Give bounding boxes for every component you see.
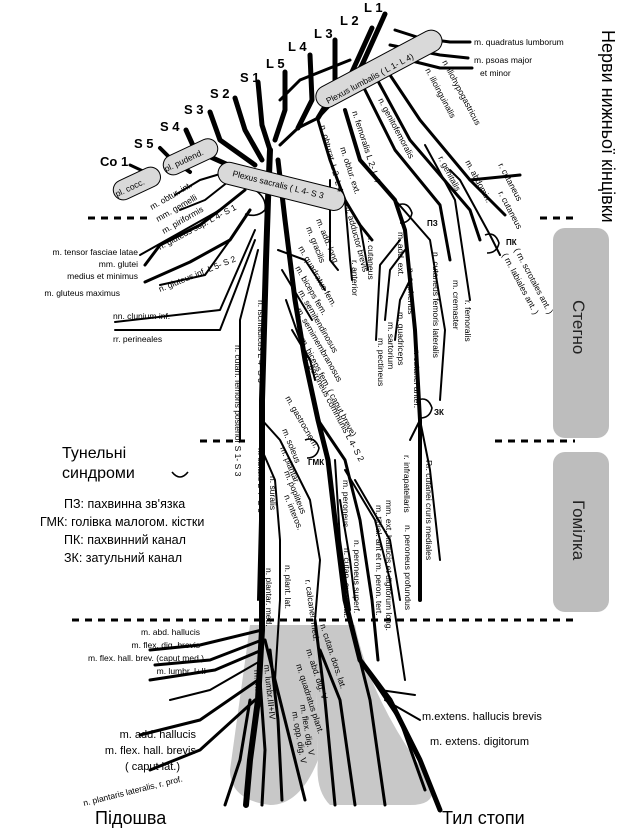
root-label: L 5 <box>266 56 285 71</box>
label-m-abdomin: m. abdomin. <box>463 158 494 204</box>
label-r-cutaneus-mid: r. cutaneus <box>366 238 376 280</box>
label-r-infrapatellaris: r. infrapatellaris <box>402 455 412 513</box>
label-mm-glutei: mm. glutei <box>99 259 138 269</box>
root-label: S 2 <box>210 86 230 101</box>
legend-heading-1: Тунельні <box>62 445 126 462</box>
root-label: L 4 <box>288 39 307 54</box>
label-medius-minimus: medius et minimus <box>67 271 138 281</box>
label-rr-perineales: rr. perineales <box>113 334 162 344</box>
label-extens-digitorum: m. extens. digitorum <box>430 736 529 748</box>
root-label: S 1 <box>240 70 260 85</box>
tunnel-label-pk: ПК <box>506 238 517 247</box>
label-gluteus-maximus: m. gluteus maximus <box>44 288 120 298</box>
root-label: Co 1 <box>100 154 128 169</box>
thigh-region-label: Стегно <box>569 300 588 354</box>
label-m-add-ext: m. add. ext. <box>396 232 406 276</box>
label-m-pectineus: m. pectineus <box>376 338 386 386</box>
label-extens-hallucis: m.extens. hallucis brevis <box>422 711 542 723</box>
label-m-sartorium: m. sartorium <box>386 322 396 369</box>
dorsum-label: Тил стопи <box>442 808 525 828</box>
root-label: S 3 <box>184 102 204 117</box>
label-et-minor: et minor <box>480 68 511 78</box>
label-r-cutanei-anter: r. cutanei anter. <box>412 350 422 408</box>
legend-tunnel-icon <box>172 472 188 477</box>
label-cutan-surae-lat: n. cutan. surae lat. <box>342 548 352 618</box>
label-n-saphenus: n. saphenus <box>406 268 416 314</box>
label-flex-hall-brevis: m. flex. hall. brevis <box>105 745 197 757</box>
tunnel-label-gmk: ГМК <box>308 458 324 467</box>
label-mm-ext-hallucis: mm. ext. hallucis et digitorum long. <box>384 500 394 631</box>
label-m-peroneus: m. peroneus <box>341 480 351 527</box>
legend-item: ГМК: голівка малогом. кістки <box>40 515 204 529</box>
label-plantar-lat: n. plant. lat. <box>283 565 293 609</box>
label-r-femoralis: r. femoralis <box>463 300 473 342</box>
label-cut-fem-lat: n. cutaneus femoris lateralis <box>431 252 441 358</box>
tunnel-legend: Тунельні синдроми ПЗ: пахвинна зв'язка Г… <box>40 445 204 565</box>
label-lumbr-i-ii: m. lumbr. I+II <box>157 666 206 676</box>
label-plantaris-lateralis: n. plantaris lateralis, r. prof. <box>82 774 183 808</box>
label-peroneus-profundus: n. peroneus profundus <box>403 525 413 610</box>
tunnel-label-pz: ПЗ <box>427 219 438 228</box>
label-caput-lat: ( caput lat.) <box>125 761 180 773</box>
label-add-hallucis: m. add. hallucis <box>120 729 197 741</box>
legend-item: ПЗ: пахвинна зв'язка <box>64 497 185 511</box>
label-cutan-fem-post: n. cutan. femoris posterior S 1- S 3 <box>233 345 243 477</box>
label-clunium-inf: nn. clunium inf. <box>113 311 170 321</box>
label-peroneus-superf: n. peroneus superf. <box>352 540 362 613</box>
root-label: S 4 <box>160 119 180 134</box>
page-title: Нерви нижньої кінцівки <box>598 30 618 223</box>
root-label: S 5 <box>134 136 154 151</box>
legend-item: ПК: пахвинний канал <box>64 533 186 547</box>
label-quadratus-lumborum: m. quadratus lumborum <box>474 37 564 47</box>
label-abd-hallucis: m. abd. hallucis <box>141 627 200 637</box>
label-psoas-major: m. psoas major <box>474 55 532 65</box>
label-tibialis: n. tibialis L 4- S 3 <box>256 448 266 513</box>
label-suralis: n. suralis <box>268 476 278 510</box>
root-label: L 3 <box>314 26 333 41</box>
label-plantar-med: n. plantar. med. <box>264 568 274 627</box>
sole-label: Підошва <box>95 808 167 828</box>
legend-item: ЗК: затульний канал <box>64 551 182 565</box>
root-label: L 1 <box>364 0 383 15</box>
label-m-quadriceps: m. quadriceps <box>396 312 406 365</box>
label-rr-cutanei-cruris: Rr. cutanei cruris mediales <box>424 460 434 560</box>
label-flex-dig-brevis: m. flex. dig. brevis <box>132 640 201 650</box>
label-tibial-ant: m. tibial. ant et m. peron. tert. <box>374 505 384 616</box>
shin-region-label: Гомілка <box>569 500 588 561</box>
label-r-anterior: r. anterior <box>350 260 360 296</box>
label-tensor-fasciae: m. tensor fasciae latae <box>52 247 138 257</box>
label-ischiadicus: n. ischiadicus L 4- S 3 <box>256 300 266 383</box>
root-label: L 2 <box>340 13 359 28</box>
label-m-cremaster: m. cremaster <box>451 280 461 330</box>
legend-heading-2: синдроми <box>62 465 135 482</box>
tunnel-label-zk: ЗК <box>434 408 444 417</box>
label-flex-hall-brev: m. flex. hall. brev. (caput med.) <box>88 653 204 663</box>
